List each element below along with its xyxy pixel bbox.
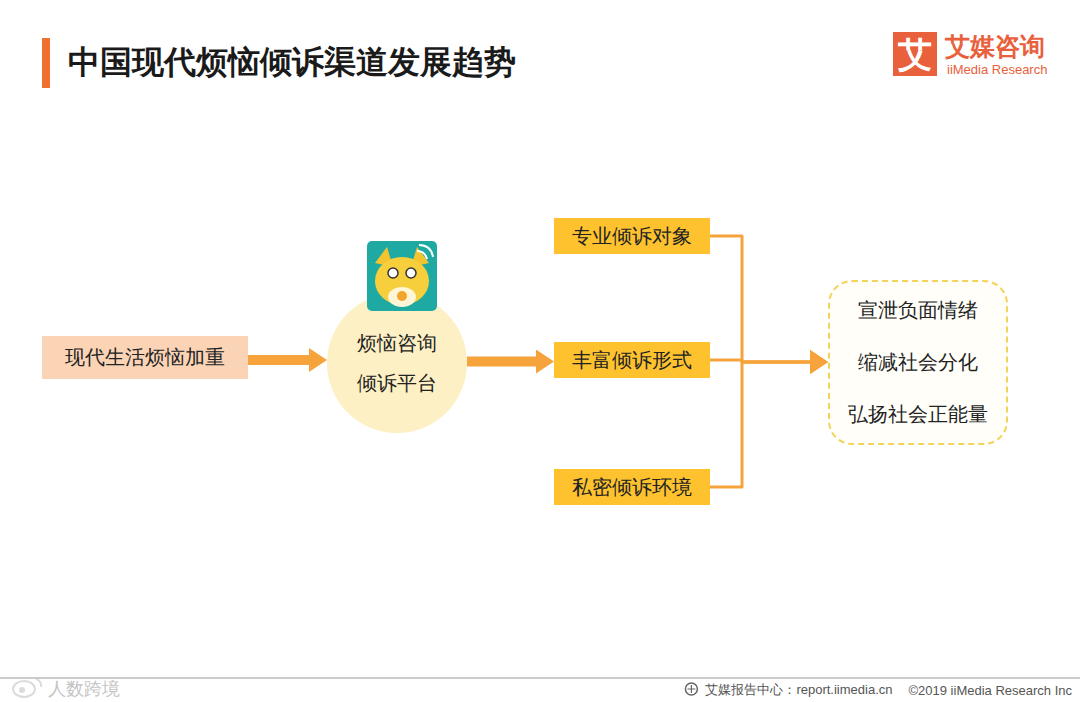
node-text: 专业倾诉对象 [572, 223, 692, 250]
outcome-box: 宣泄负面情绪缩减社会分化弘扬社会正能量 [828, 280, 1008, 445]
flow-arrow [467, 357, 536, 367]
circle-outline [327, 293, 467, 433]
app-icon [367, 241, 437, 311]
watermark: 人数跨境 [48, 678, 120, 700]
node-text: 私密倾诉环境 [572, 474, 692, 501]
node-text: 烦恼咨询 倾诉平台 [352, 323, 442, 403]
feature-box: 丰富倾诉形式 [554, 342, 710, 378]
feature-box: 专业倾诉对象 [554, 218, 710, 254]
watermark-icon [13, 679, 41, 697]
node-text: 弘扬社会正能量 [848, 388, 988, 440]
platform-circle: 烦恼咨询 倾诉平台 [327, 293, 467, 433]
process-box: 现代生活烦恼加重 [42, 336, 248, 379]
logo-name: 艾媒咨询 [945, 31, 1045, 61]
title-bar [42, 38, 50, 88]
footer-rule [0, 678, 1080, 679]
footer-source: 艾媒报告中心：report.iimedia.cn [705, 681, 892, 699]
flow-arrow [248, 355, 309, 365]
feature-box: 私密倾诉环境 [554, 469, 710, 505]
diagram-title: 中国现代烦恼倾诉渠道发展趋势 [68, 40, 516, 84]
node-text: 宣泄负面情绪 [858, 284, 978, 336]
footer: 艾媒报告中心：report.iimedia.cn ©2019 iiMedia Re… [705, 681, 1072, 699]
node-text: 缩减社会分化 [858, 336, 978, 388]
footer-copyright: ©2019 iiMedia Research Inc [909, 683, 1073, 698]
logo-mark: 艾 [893, 32, 937, 76]
flow-arrow [710, 236, 810, 362]
flow-arrow [710, 362, 810, 487]
footer-icon [685, 683, 697, 695]
logo-subtitle: iiMedia Research [947, 62, 1047, 78]
node-text: 丰富倾诉形式 [572, 347, 692, 374]
node-text: 现代生活烦恼加重 [65, 344, 225, 371]
